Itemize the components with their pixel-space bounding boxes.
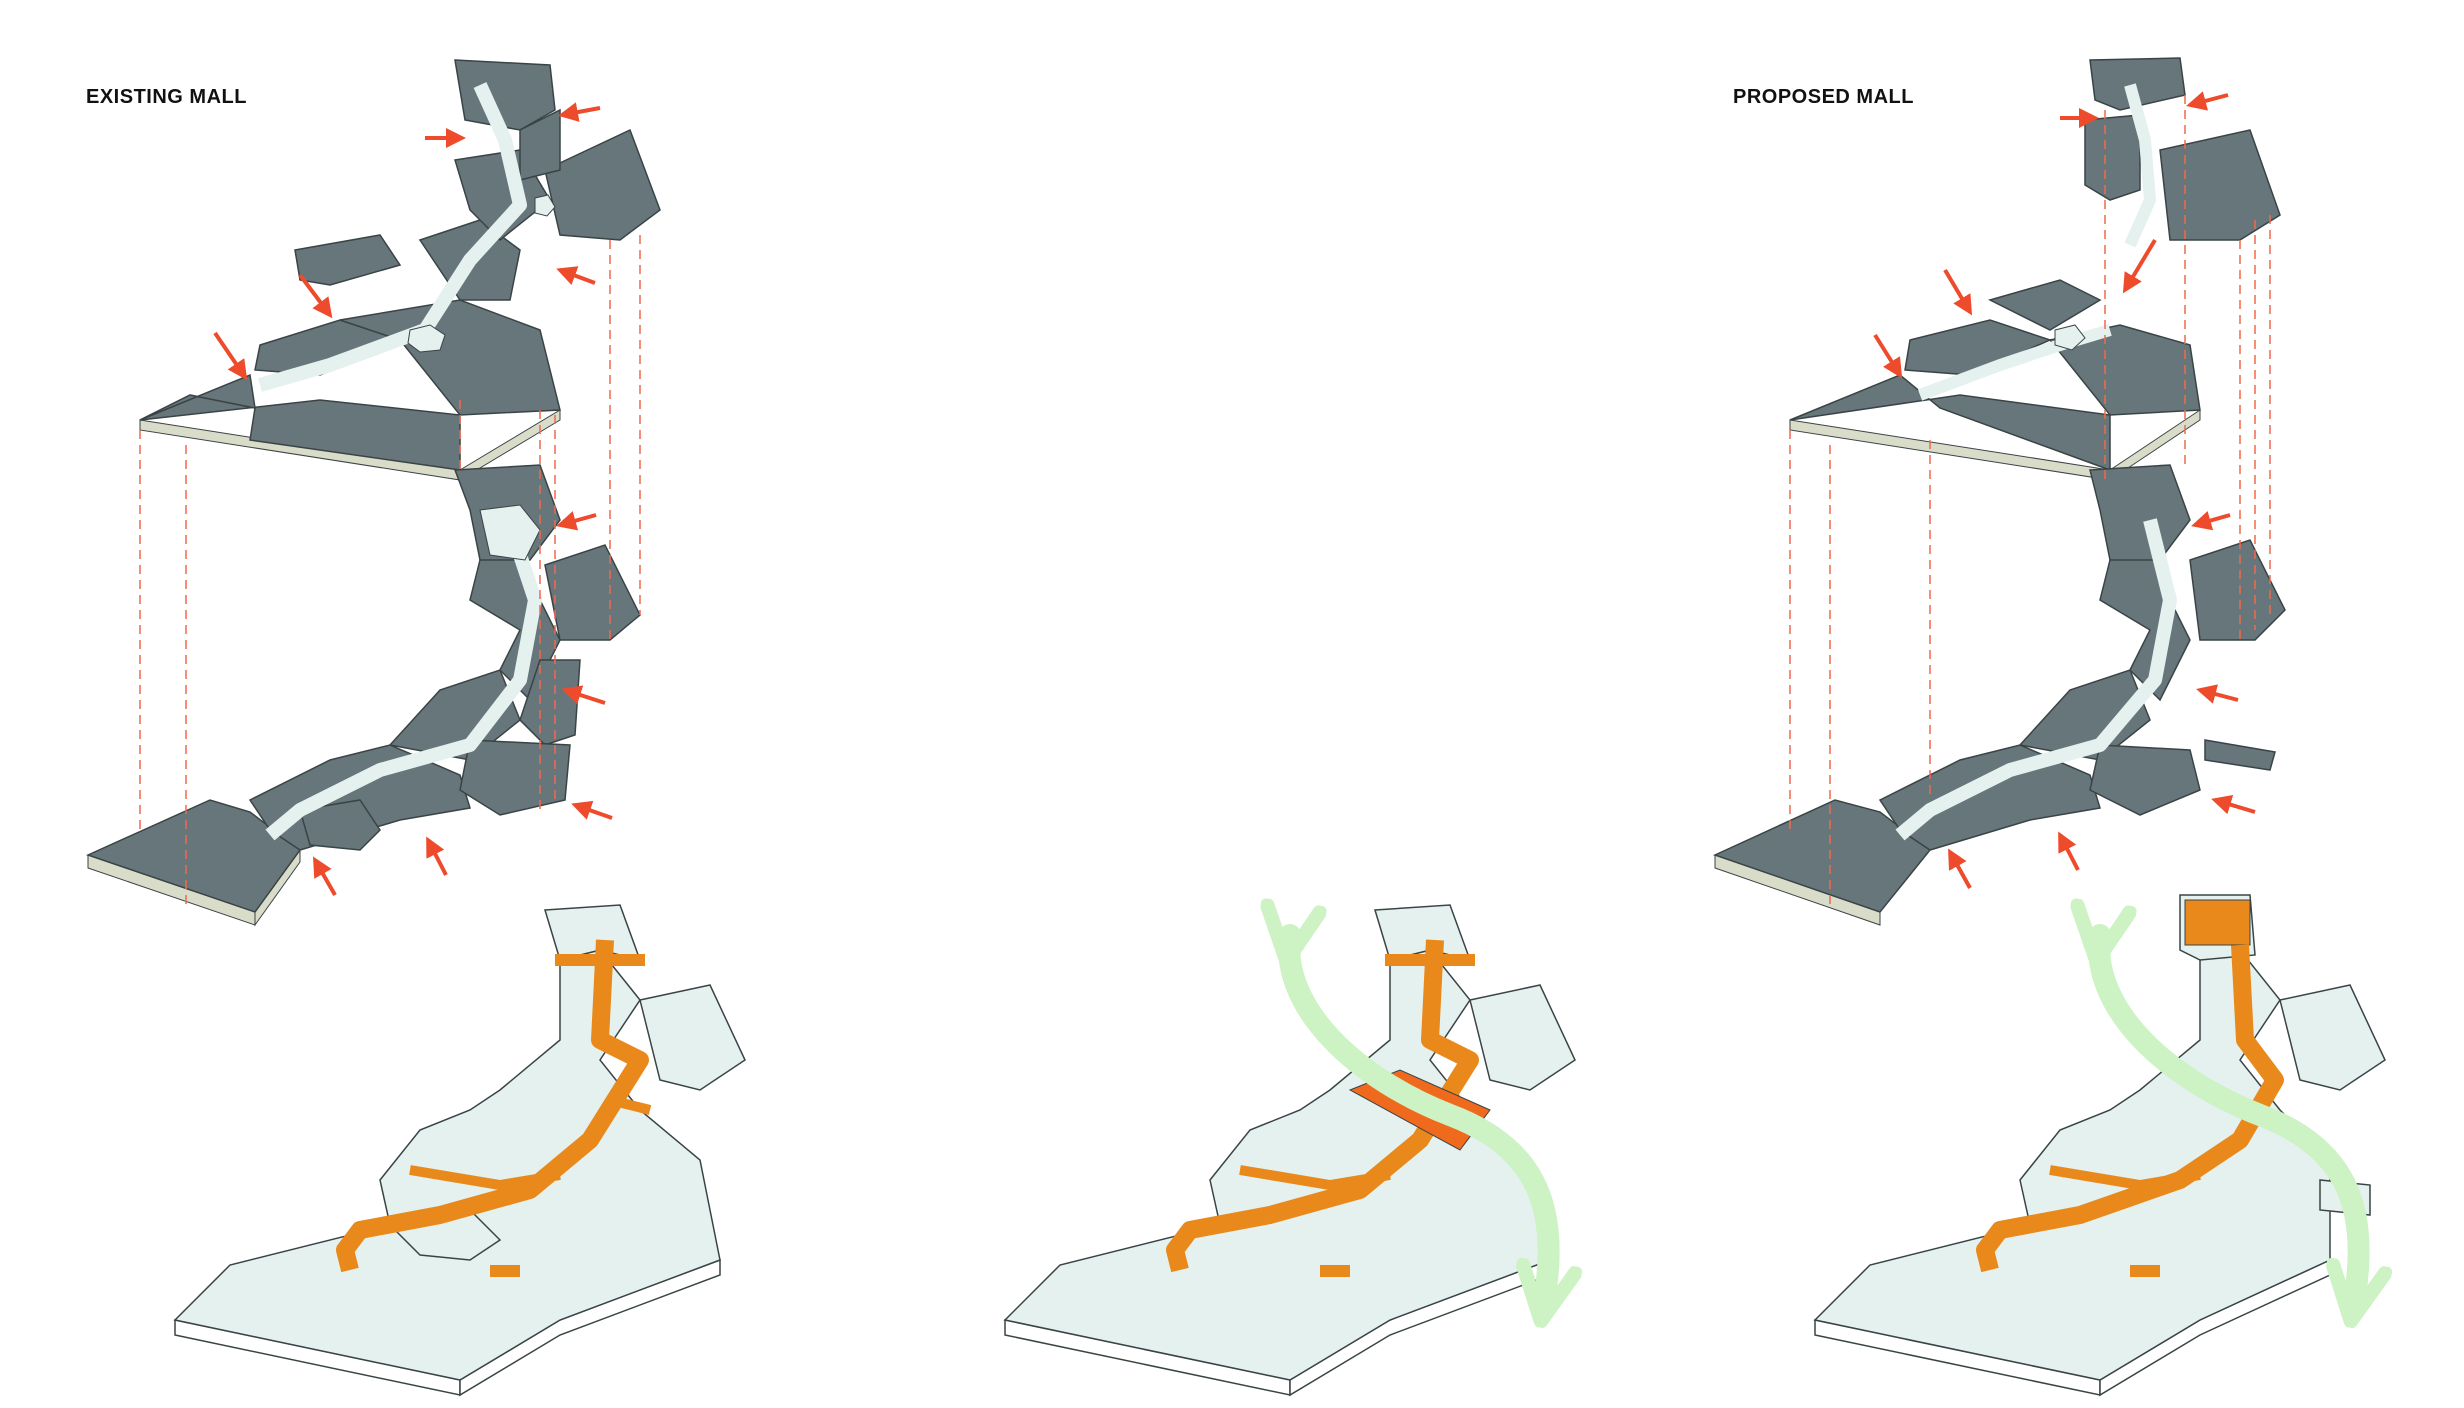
- roof-block: [544, 128, 661, 241]
- proposed-entry-arrows: [1873, 91, 2256, 889]
- entry-arrow-icon: [2211, 795, 2256, 815]
- entry-arrow-icon: [2191, 510, 2231, 531]
- roof-block: [2089, 464, 2191, 561]
- entry-arrow-icon: [2196, 684, 2239, 704]
- roof-block: [294, 234, 402, 286]
- corridor: [608, 1095, 652, 1115]
- proposed-circulation-plan: [1813, 894, 2386, 1397]
- corridor: [1320, 1265, 1350, 1277]
- existing-upper-level: [139, 59, 661, 481]
- upper-corridor: [2124, 83, 2156, 248]
- roof-block: [459, 739, 571, 816]
- green-flow-arrow-icon: [2099, 935, 2359, 1295]
- corridor: [409, 1165, 561, 1191]
- roof-block: [2159, 129, 2281, 241]
- entry-arrow-icon: [556, 511, 597, 531]
- roof-block: [339, 299, 561, 416]
- entry-arrow-icon: [2122, 238, 2157, 294]
- green-flow-arrow-icon: [1289, 935, 1549, 1295]
- entry-arrow-icon: [1873, 333, 1903, 379]
- roof-block: [544, 544, 641, 641]
- atrium: [479, 504, 541, 561]
- proposed-leader-lines: [1789, 95, 2271, 905]
- roof-block: [2204, 739, 2276, 771]
- roof-block: [139, 373, 256, 421]
- roof-block: [454, 59, 556, 131]
- floor-plate: [544, 904, 642, 962]
- roof-block: [1904, 319, 2053, 376]
- floor-plate: [173, 949, 721, 1381]
- roof-block: [299, 799, 381, 851]
- entry-arrow-icon: [556, 266, 596, 285]
- upper-corridor: [258, 82, 527, 392]
- floor-plate: [2279, 984, 2386, 1091]
- corridor: [490, 1265, 520, 1277]
- corridor: [2184, 899, 2251, 946]
- entry-arrow-icon: [1943, 268, 1973, 316]
- entry-arrow-icon: [2186, 91, 2229, 111]
- lower-corridor: [1895, 518, 2177, 841]
- entry-arrow-icon: [1948, 848, 1972, 889]
- floor-plate: [1003, 949, 1551, 1381]
- atrium: [407, 324, 446, 353]
- entry-arrow-icon: [313, 856, 337, 896]
- existing-circulation-plan: [173, 904, 746, 1397]
- floor-plate: [1469, 984, 1576, 1091]
- roof-block: [2084, 114, 2141, 201]
- floor-plate: [1374, 904, 1472, 962]
- middle-circulation-plan: [1003, 904, 1576, 1397]
- existing-entry-arrows: [213, 102, 613, 896]
- proposed-lower-level: [1712, 464, 2286, 926]
- entry-arrow-icon: [558, 102, 601, 122]
- corridor: [336, 939, 649, 1273]
- atrium: [2054, 324, 2086, 351]
- roof-block: [2089, 744, 2201, 816]
- floor-plate: [1813, 949, 2331, 1381]
- roof-block: [1987, 279, 2102, 331]
- floor-plate: [639, 984, 746, 1091]
- roof-block: [519, 659, 581, 746]
- entry-arrow-icon: [213, 331, 248, 381]
- roof-block: [519, 108, 561, 181]
- proposed-upper-level: [1789, 57, 2281, 481]
- roof-block: [1878, 744, 2101, 851]
- existing-lower-level: [85, 464, 641, 927]
- atrium: [534, 194, 556, 217]
- roof-block: [2089, 57, 2186, 111]
- entry-arrow-icon: [298, 273, 333, 319]
- proposed-mall-title: PROPOSED MALL: [1733, 86, 1914, 108]
- entry-arrow-icon: [571, 800, 613, 820]
- corridor: [2130, 1265, 2160, 1277]
- entry-arrow-icon: [2058, 831, 2080, 871]
- entry-arrow-icon: [561, 685, 606, 705]
- lower-corridor: [265, 522, 542, 841]
- existing-leader-lines: [139, 235, 641, 905]
- entry-arrow-icon: [426, 836, 448, 876]
- existing-mall-title: EXISTING MALL: [86, 86, 247, 108]
